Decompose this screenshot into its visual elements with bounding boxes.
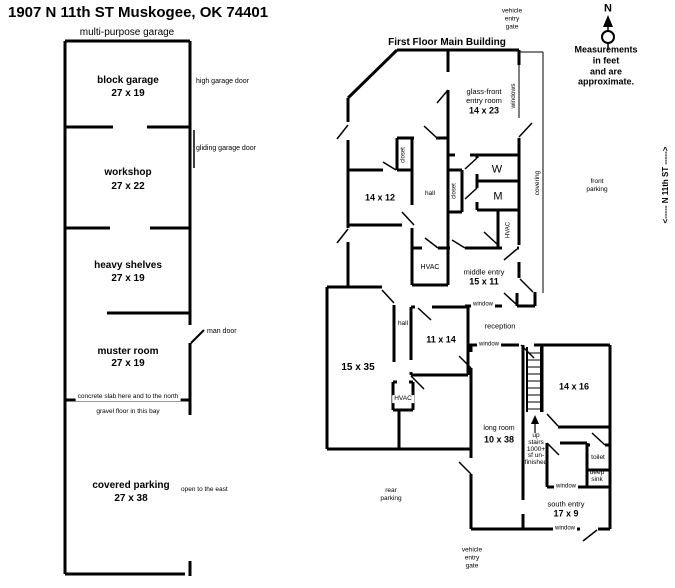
room-dims-south-entry: 17 x 9 — [553, 508, 579, 519]
room-name-closet-2: closet — [451, 183, 458, 199]
room-dims-11x14: 11 x 14 — [426, 334, 456, 345]
room-dims-15x35: 15 x 35 — [341, 362, 375, 373]
room-name-heavy-shelves: heavy shelves — [94, 260, 162, 271]
window-tag-reception-top: window — [470, 301, 496, 309]
window-tag-inner-room: window — [553, 483, 579, 491]
room-name-hvac-room: HVAC — [420, 263, 440, 271]
note-man-door: man door — [207, 327, 237, 335]
room-name-closet-1: closet — [400, 147, 407, 163]
room-name-covered-parking: covered parking — [92, 480, 170, 491]
window-tag-reception-bottom: window — [476, 341, 502, 349]
room-name-glass-front-entry: glass-front entry room — [466, 87, 502, 105]
room-dims-workshop: 27 x 22 — [111, 181, 145, 192]
room-dims-14x16: 14 x 16 — [558, 381, 590, 392]
note-concrete-slab: concrete slab here and to the north — [75, 393, 181, 401]
note-front-parking: front parking — [586, 178, 608, 193]
room-name-hvac-side: HVAC — [505, 221, 512, 239]
note-measurements: Measurements in feet and are approximate… — [574, 44, 638, 87]
north-compass-icon — [601, 15, 615, 50]
room-name-deep-sink: deep sink — [589, 469, 605, 483]
room-name-long-room: long room — [483, 424, 515, 432]
street-label: <----- N 11th ST -----> — [661, 146, 671, 224]
door-leaves — [336, 89, 606, 542]
room-dims-14x12: 14 x 12 — [364, 192, 396, 203]
room-dims-long-room: 10 x 38 — [483, 434, 515, 445]
room-name-womens: W — [491, 163, 503, 176]
note-high-garage-door: high garage door — [196, 77, 249, 85]
room-name-reception: reception — [484, 321, 516, 331]
room-dims-middle-entry: 15 x 11 — [469, 276, 499, 287]
room-dims-heavy-shelves: 27 x 19 — [111, 273, 145, 284]
note-vehicle-entry-gate-bottom: vehicle entry gate — [461, 546, 483, 569]
main-interior-walls — [327, 50, 610, 489]
room-name-middle-entry: middle entry — [463, 267, 505, 277]
room-name-south-entry: south entry — [547, 499, 585, 509]
note-gravel-floor: gravel floor in this bay — [94, 408, 162, 416]
room-dims-block-garage: 27 x 19 — [111, 88, 145, 99]
note-windows: windows — [510, 83, 518, 109]
stairs-up-arrow-icon — [531, 415, 539, 424]
room-name-muster-room: muster room — [97, 346, 159, 357]
note-gliding-garage-door: gliding garage door — [196, 144, 256, 152]
room-name-hvac-lower: HVAC — [392, 395, 414, 403]
compass-north-label: N — [604, 2, 612, 15]
room-name-mens: M — [493, 190, 503, 203]
room-name-block-garage: block garage — [97, 75, 159, 86]
main-building-walls — [325, 48, 612, 531]
room-name-workshop: workshop — [104, 167, 152, 178]
garage-title: multi-purpose garage — [79, 27, 175, 38]
garage-walls — [63, 39, 192, 576]
room-dims-muster-room: 27 x 19 — [111, 358, 145, 369]
note-open-east: open to the east — [181, 486, 228, 494]
window-tag-south-wall: window — [552, 525, 578, 533]
stairs — [526, 347, 542, 433]
room-name-hall-upper: hall — [424, 190, 436, 198]
man-door-leaf — [190, 329, 205, 344]
page-title: 1907 N 11th ST Muskogee, OK 74401 — [8, 4, 269, 21]
note-up-stairs: up stairs 1000+ sf un- finished — [524, 431, 548, 467]
room-dims-covered-parking: 27 x 38 — [114, 493, 148, 504]
note-covering: covering — [534, 170, 542, 196]
room-name-hall-lower: hall — [397, 320, 409, 328]
room-dims-glass-front-entry: 14 x 23 — [468, 105, 500, 116]
main-building-title: First Floor Main Building — [388, 37, 506, 48]
note-rear-parking: rear parking — [380, 487, 402, 502]
room-name-toilet: toilet — [591, 454, 605, 462]
note-vehicle-entry-gate-top: vehicle entry gate — [501, 7, 523, 30]
